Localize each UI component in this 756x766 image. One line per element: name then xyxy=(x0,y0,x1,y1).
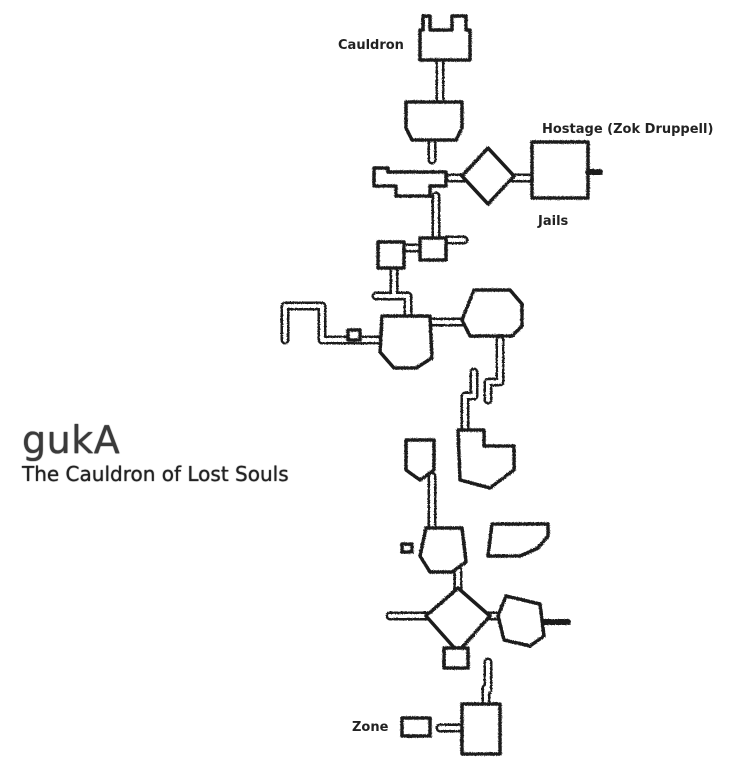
room-mid-east xyxy=(456,428,516,490)
room-jails xyxy=(530,140,590,200)
room-south-small xyxy=(442,646,470,670)
room-lower-hall xyxy=(418,526,468,574)
label-cauldron: Cauldron xyxy=(338,38,404,53)
label-zone: Zone xyxy=(352,720,389,735)
room-upper-hall xyxy=(404,100,464,142)
label-jails: Jails xyxy=(538,214,569,229)
room-zone-exit xyxy=(400,716,432,738)
zone-name: gukA xyxy=(22,418,121,462)
label-hostage: Hostage (Zok Druppell) xyxy=(542,122,714,137)
room-diamond xyxy=(460,146,516,206)
room-cauldron xyxy=(418,14,472,62)
room-zone-hall xyxy=(460,702,502,756)
room-small-west xyxy=(376,240,406,270)
room-tiny-square xyxy=(346,328,362,342)
room-east-complex xyxy=(460,288,524,338)
zone-subtitle: The Cauldron of Lost Souls xyxy=(22,462,289,486)
room-small-east xyxy=(418,236,448,262)
room-big-diamond xyxy=(424,586,492,654)
rooms xyxy=(346,14,603,756)
room-round-hall xyxy=(378,314,434,370)
room-mid-west xyxy=(404,438,436,482)
room-south-east xyxy=(496,594,546,648)
room-crossroads xyxy=(372,166,448,198)
room-lower-east xyxy=(486,522,550,558)
